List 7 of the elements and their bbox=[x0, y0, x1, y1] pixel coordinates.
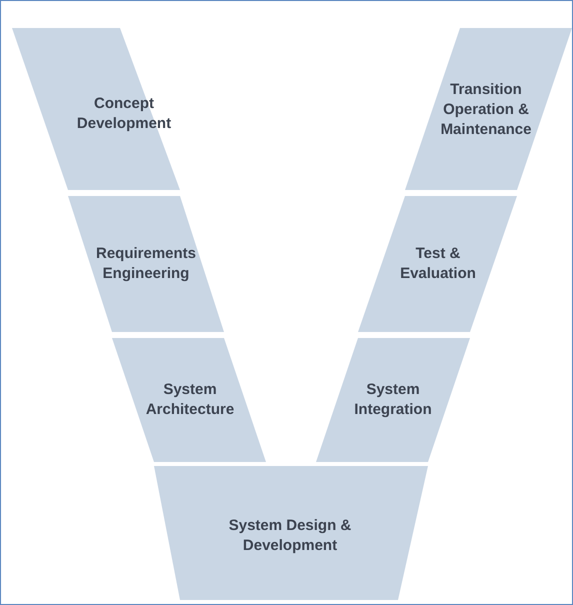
stage-label: System Design & Development bbox=[228, 516, 352, 556]
stage-label: Concept Development bbox=[76, 94, 172, 134]
stage-label: Transition Operation & Maintenance bbox=[440, 80, 532, 140]
stage-label: System Integration bbox=[353, 380, 433, 420]
stage-label: Requirements Engineering bbox=[94, 244, 198, 284]
stage-label: System Architecture bbox=[144, 380, 236, 420]
stage-label: Test & Evaluation bbox=[399, 244, 477, 284]
